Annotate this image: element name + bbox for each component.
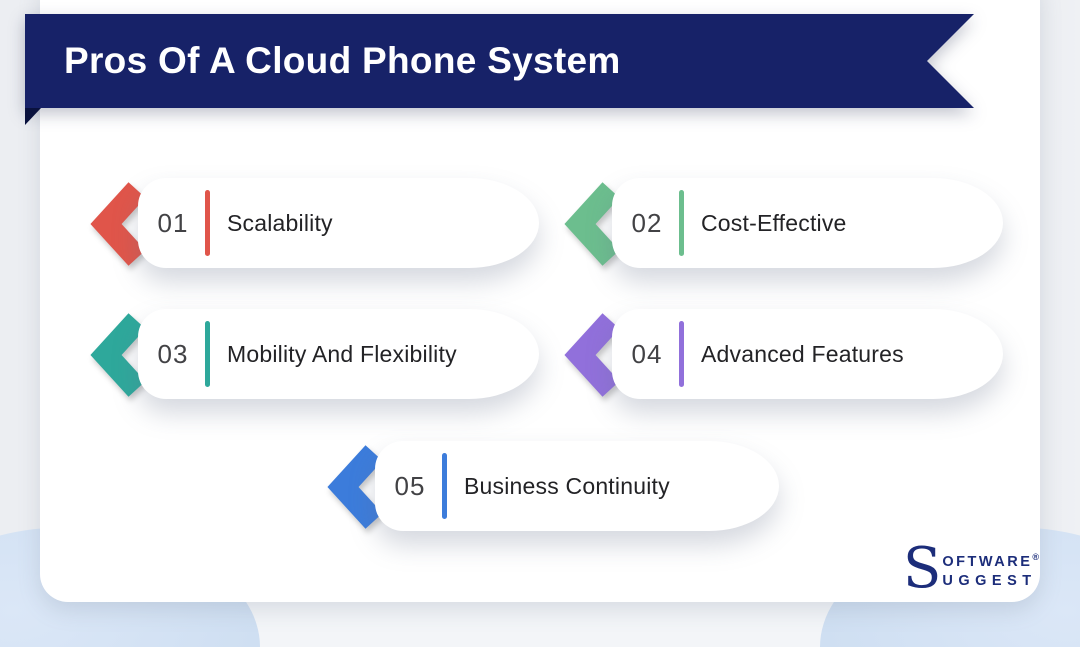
pro-item-cost-effective: 02 Cost-Effective: [612, 178, 1003, 268]
page-title: Pros Of A Cloud Phone System: [64, 40, 621, 81]
chevron-left-icon: [560, 313, 622, 397]
chevron-left-icon: [323, 445, 385, 529]
brand-logo: S oftware® uggest: [903, 536, 1080, 602]
chevron-path: [564, 313, 620, 397]
chevron-path: [90, 313, 146, 397]
item-number: 05: [394, 470, 426, 501]
ribbon-fold: [25, 108, 41, 125]
chevron-path: [90, 182, 146, 266]
item-number: 01: [157, 207, 189, 238]
item-label: Cost-Effective: [701, 209, 847, 236]
chevron-left-icon: [86, 182, 148, 266]
item-divider: [205, 321, 210, 387]
logo-wordmark: oftware® uggest: [942, 548, 1080, 591]
pro-item-mobility-and-flexibility: 03 Mobility And Flexibility: [138, 309, 539, 399]
item-label: Mobility And Flexibility: [227, 340, 457, 367]
chevron-path: [564, 182, 620, 266]
item-number: 04: [631, 338, 663, 369]
chevron-left-icon: [86, 313, 148, 397]
pro-item-business-continuity: 05 Business Continuity: [375, 441, 779, 531]
item-divider: [679, 321, 684, 387]
logo-top-line: oftware®: [942, 552, 1040, 570]
item-label: Advanced Features: [701, 340, 904, 367]
chevron-path: [327, 445, 383, 529]
item-number: 02: [631, 207, 663, 238]
item-divider: [679, 190, 684, 256]
item-divider: [205, 190, 210, 256]
pro-item-advanced-features: 04 Advanced Features: [612, 309, 1003, 399]
logo-bottom-line: uggest: [942, 572, 1037, 589]
registered-mark: ®: [1032, 552, 1040, 562]
logo-initial: S: [903, 536, 942, 602]
header-ribbon: Pros Of A Cloud Phone System: [25, 14, 974, 108]
item-number: 03: [157, 338, 189, 369]
item-label: Business Continuity: [464, 472, 670, 499]
chevron-left-icon: [560, 182, 622, 266]
item-divider: [442, 453, 447, 519]
item-label: Scalability: [227, 209, 333, 236]
pro-item-scalability: 01 Scalability: [138, 178, 539, 268]
